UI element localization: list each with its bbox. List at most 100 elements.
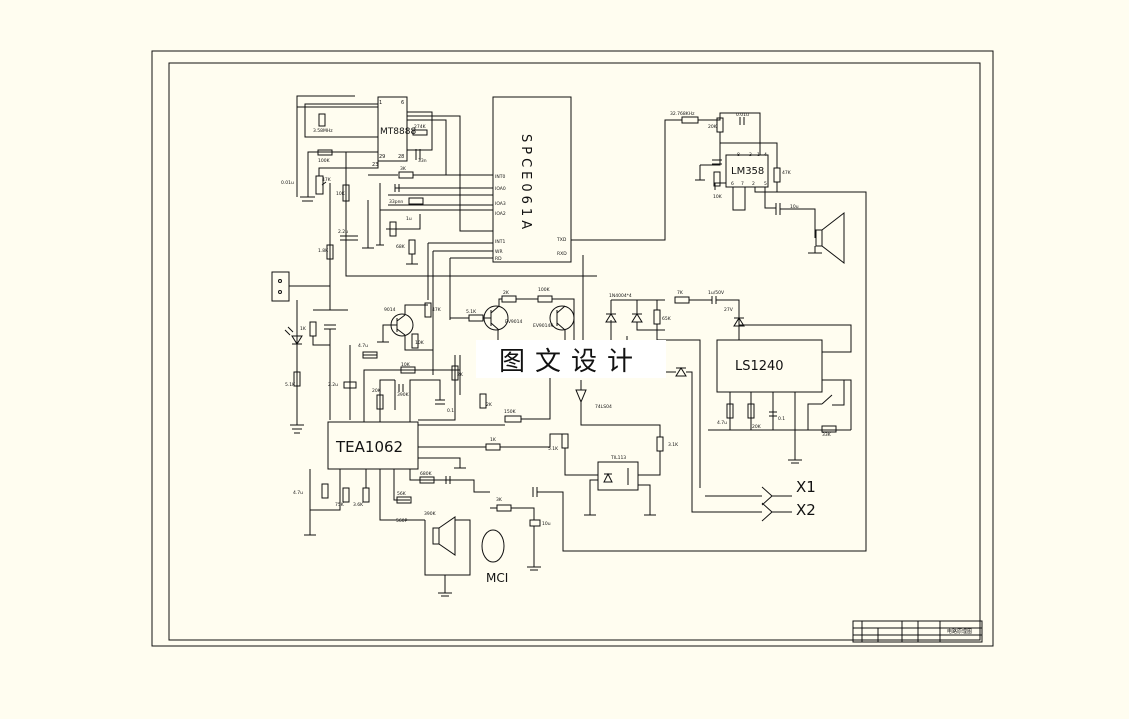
inner-border bbox=[168, 62, 981, 641]
line-connector-icon bbox=[271, 271, 290, 302]
svg-text:33pnn: 33pnn bbox=[389, 199, 403, 205]
watermark-text: 图文设计 bbox=[476, 340, 666, 378]
svg-text:1u: 1u bbox=[406, 216, 412, 222]
svg-text:29: 29 bbox=[379, 154, 385, 160]
svg-text:32.768KHz: 32.768KHz bbox=[670, 111, 695, 117]
svg-text:150K: 150K bbox=[504, 409, 517, 415]
svg-text:10K: 10K bbox=[336, 191, 346, 197]
svg-text:WR: WR bbox=[495, 249, 503, 255]
svg-text:IOA2: IOA2 bbox=[495, 211, 506, 217]
svg-text:6: 6 bbox=[731, 181, 734, 187]
svg-text:INT1: INT1 bbox=[495, 239, 505, 245]
svg-text:1K: 1K bbox=[490, 437, 497, 443]
lm358-chip: LM358 8 3 1 4 6 7 2 5 bbox=[725, 152, 769, 188]
title-block-name: 电路原理图 bbox=[947, 628, 972, 635]
svg-text:5: 5 bbox=[764, 181, 767, 187]
svg-text:3.58MHz: 3.58MHz bbox=[313, 128, 333, 134]
svg-text:3K: 3K bbox=[496, 497, 503, 503]
svg-text:20K: 20K bbox=[708, 124, 718, 130]
svg-text:0.1: 0.1 bbox=[447, 408, 454, 414]
earpiece-speaker-icon bbox=[432, 516, 456, 556]
svg-text:9014: 9014 bbox=[384, 307, 396, 313]
svg-text:33K: 33K bbox=[822, 432, 832, 438]
svg-text:2.2u: 2.2u bbox=[328, 382, 338, 388]
svg-text:68K: 68K bbox=[396, 244, 406, 250]
svg-text:1u/50V: 1u/50V bbox=[708, 290, 725, 296]
svg-text:5.1K: 5.1K bbox=[285, 382, 296, 388]
svg-text:10K: 10K bbox=[415, 340, 425, 346]
svg-text:20K: 20K bbox=[752, 424, 762, 430]
svg-text:1.8K: 1.8K bbox=[318, 248, 329, 254]
svg-text:MT8888: MT8888 bbox=[380, 127, 416, 137]
svg-text:IOA3: IOA3 bbox=[495, 201, 506, 207]
svg-text:3.1K: 3.1K bbox=[668, 442, 679, 448]
svg-text:4.7u: 4.7u bbox=[717, 420, 727, 426]
inverter-74ls04 bbox=[575, 389, 587, 404]
svg-text:2K: 2K bbox=[486, 402, 493, 408]
svg-text:560P: 560P bbox=[396, 518, 408, 524]
svg-text:6: 6 bbox=[401, 100, 404, 106]
optocoupler-til113 bbox=[597, 461, 639, 491]
svg-text:TIL113: TIL113 bbox=[610, 455, 626, 461]
svg-text:EV9014: EV9014 bbox=[505, 319, 523, 325]
svg-text:0.1: 0.1 bbox=[778, 416, 785, 422]
svg-text:7K: 7K bbox=[677, 290, 684, 296]
svg-text:4.7u: 4.7u bbox=[358, 343, 368, 349]
svg-text:TXD: TXD bbox=[556, 237, 567, 243]
ls1240-chip: LS1240 bbox=[716, 339, 823, 393]
svg-text:74LS04: 74LS04 bbox=[595, 404, 612, 410]
svg-text:2.2u: 2.2u bbox=[338, 229, 348, 235]
svg-text:47K: 47K bbox=[322, 177, 332, 183]
svg-text:10u: 10u bbox=[542, 521, 551, 527]
svg-text:28: 28 bbox=[398, 154, 404, 160]
svg-text:3K: 3K bbox=[400, 166, 407, 172]
svg-text:IOA0: IOA0 bbox=[495, 186, 506, 192]
svg-text:1: 1 bbox=[379, 100, 382, 106]
svg-text:RD: RD bbox=[495, 256, 502, 262]
svg-text:680K: 680K bbox=[420, 471, 433, 477]
svg-text:10K: 10K bbox=[401, 362, 411, 368]
svg-text:65K: 65K bbox=[662, 316, 672, 322]
svg-text:2K: 2K bbox=[503, 290, 510, 296]
svg-text:10u: 10u bbox=[790, 204, 799, 210]
svg-text:100K: 100K bbox=[318, 158, 331, 164]
svg-text:47K: 47K bbox=[432, 307, 442, 313]
svg-text:27V: 27V bbox=[724, 307, 734, 313]
title-block: 电路原理图 bbox=[852, 620, 983, 643]
microphone-icon bbox=[481, 529, 505, 563]
output-x2: X2 bbox=[796, 501, 816, 519]
svg-text:23: 23 bbox=[372, 162, 378, 168]
svg-text:0.01u: 0.01u bbox=[281, 180, 294, 186]
svg-text:5.1K: 5.1K bbox=[466, 309, 477, 315]
svg-text:EV9014K: EV9014K bbox=[533, 323, 554, 329]
svg-text:8: 8 bbox=[737, 152, 740, 158]
svg-text:390K: 390K bbox=[424, 511, 437, 517]
svg-text:7: 7 bbox=[741, 181, 744, 187]
svg-text:1N4004*4: 1N4004*4 bbox=[609, 293, 632, 299]
svg-text:SPCE061A: SPCE061A bbox=[518, 134, 533, 233]
svg-text:LS1240: LS1240 bbox=[735, 359, 784, 374]
svg-text:20K: 20K bbox=[372, 388, 382, 394]
svg-text:2: 2 bbox=[752, 181, 755, 187]
svg-text:1K: 1K bbox=[300, 326, 307, 332]
svg-text:100K: 100K bbox=[538, 287, 551, 293]
svg-text:33n: 33n bbox=[418, 158, 427, 164]
svg-text:390K: 390K bbox=[397, 392, 410, 398]
outer-border bbox=[151, 50, 994, 647]
svg-text:274K: 274K bbox=[414, 124, 427, 130]
transistor-ev9014k bbox=[549, 305, 575, 331]
speaker-icon bbox=[815, 211, 845, 265]
output-x1: X1 bbox=[796, 478, 816, 496]
svg-text:4.7u: 4.7u bbox=[293, 490, 303, 496]
svg-text:3.6K: 3.6K bbox=[353, 502, 364, 508]
svg-text:5.1K: 5.1K bbox=[548, 446, 559, 452]
svg-text:10K: 10K bbox=[713, 194, 723, 200]
svg-text:4: 4 bbox=[764, 152, 767, 158]
spce061a-chip: SPCE061A INT0 IOA0 IOA3 IOA2 INT1 WR RD … bbox=[492, 96, 572, 263]
svg-text:3: 3 bbox=[749, 152, 752, 158]
svg-text:RXD: RXD bbox=[557, 251, 567, 257]
tea1062-chip: TEA1062 bbox=[327, 421, 419, 470]
mic-label: MCI bbox=[486, 571, 508, 585]
svg-text:INT0: INT0 bbox=[495, 174, 505, 180]
